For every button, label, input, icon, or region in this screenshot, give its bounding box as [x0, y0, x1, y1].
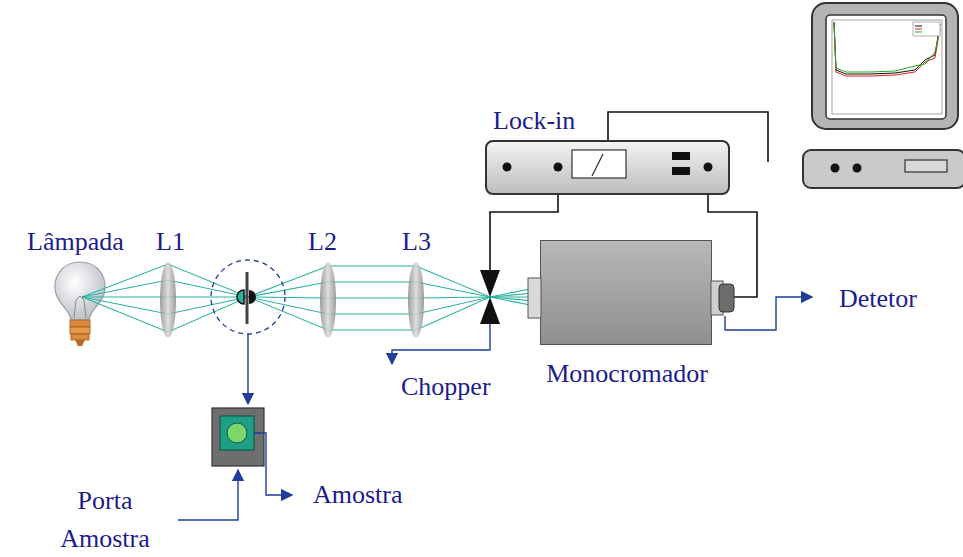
lens-symbol [408, 262, 424, 338]
light-beam [82, 264, 535, 332]
lens-label: L1 [156, 223, 185, 261]
monochromator-box: Monocromador [540, 240, 712, 345]
lens-symbol [160, 262, 176, 338]
leader-arrow [392, 324, 490, 364]
signal-wire [708, 195, 757, 297]
lens-label: L3 [402, 223, 431, 261]
lamp-label: Lâmpada [27, 223, 124, 261]
leader-arrow [725, 297, 812, 330]
sample-label: Amostra [313, 476, 403, 514]
detector-label: Detetor [839, 280, 917, 318]
leader-arrow [254, 433, 292, 495]
sample-plate [246, 272, 249, 324]
holder-label: Porta Amostra [40, 482, 170, 557]
sample-holder [212, 408, 264, 466]
sample-zoom-circle [211, 260, 285, 334]
chopper-label: Chopper [401, 368, 491, 406]
lens-label: L2 [308, 223, 337, 261]
node-title: Lock-in [493, 106, 575, 136]
lamp-symbol [55, 262, 105, 346]
node-title: Monocromador [546, 359, 708, 389]
computer-symbol [803, 3, 963, 188]
sample-mark [249, 290, 256, 304]
leader-arrow [178, 470, 238, 520]
lens-symbol [320, 262, 336, 338]
lockin-box: Lock-in [485, 140, 730, 195]
sample-mark [237, 290, 244, 304]
chopper-symbol [480, 270, 500, 324]
leader-arrow [247, 334, 248, 404]
